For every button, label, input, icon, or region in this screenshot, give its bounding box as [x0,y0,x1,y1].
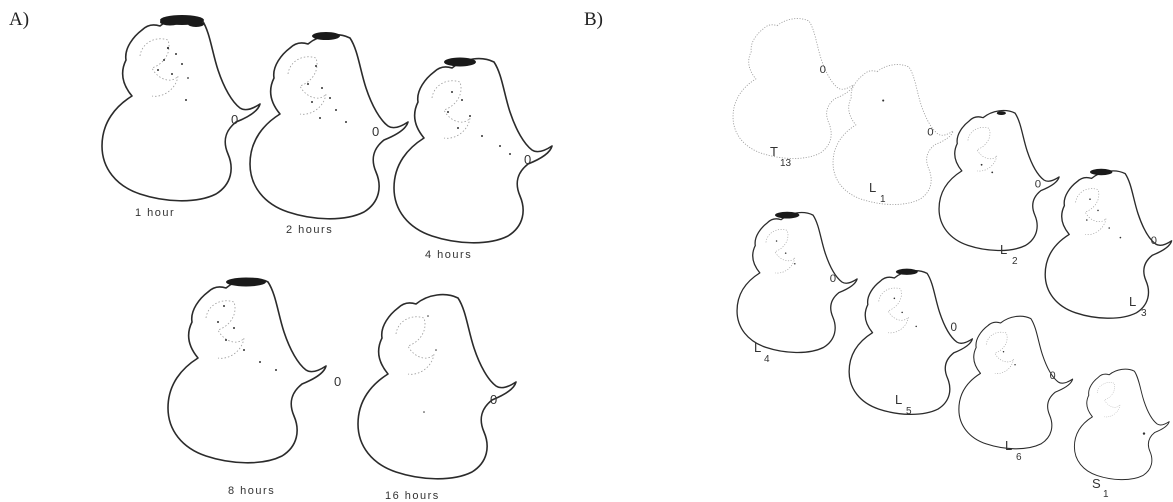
label-density-cap [160,15,204,27]
svg-text:1: 1 [880,194,886,205]
section-a-4hours: 0 [394,58,552,243]
svg-text:T: T [770,144,778,159]
svg-text:L: L [754,340,761,355]
svg-text:13: 13 [780,158,792,169]
svg-text:0: 0 [1151,235,1157,247]
label-density-cap [775,212,799,219]
section-b-S1 [1074,369,1169,479]
segment-label-S1: S 1 [1092,476,1109,500]
segment-label-T13: T 13 [770,144,792,169]
panel-b-letter: B) [584,9,603,30]
segment-label-L2: L 2 [1000,242,1018,267]
svg-text:6: 6 [1016,452,1022,463]
section-b-L4: 0 [737,212,857,353]
svg-text:4: 4 [764,354,770,365]
section-a-2hours: 0 [250,32,408,219]
section-b-T13: 0 [733,19,853,159]
section-a-16hours: 0 [358,295,516,479]
section-b-L1: 0 [833,65,953,205]
section-label: 1 hour [135,207,175,219]
section-label: 2 hours [286,224,333,236]
section-a-1hour: 0 [102,15,260,201]
svg-text:1: 1 [1103,489,1109,500]
svg-text:0: 0 [1050,370,1056,382]
section-b-L6: 0 [959,316,1073,449]
svg-text:0: 0 [231,112,238,127]
svg-text:0: 0 [820,64,826,76]
label-density-cap [896,269,918,275]
svg-text:L: L [1000,242,1007,257]
panel-a-letter: A) [9,9,29,30]
svg-text:3: 3 [1141,308,1147,319]
svg-text:L: L [869,180,876,195]
label-density-cap [444,58,476,67]
section-label: 16 hours [385,490,440,502]
section-b-L2: 0 [939,111,1059,251]
svg-text:0: 0 [490,392,497,407]
svg-text:L: L [1005,438,1012,453]
segment-label-L4: L 4 [754,340,770,365]
svg-text:0: 0 [372,124,379,139]
label-density-cap [226,278,266,287]
segment-label-L1: L 1 [869,180,886,205]
section-b-L5: 0 [849,269,972,415]
svg-text:L: L [895,392,902,407]
section-b-L3: 0 [1045,169,1171,318]
svg-text:0: 0 [1035,179,1041,191]
svg-text:0: 0 [334,374,341,389]
svg-text:5: 5 [906,406,912,417]
svg-text:2: 2 [1012,256,1018,267]
svg-text:0: 0 [830,273,836,285]
label-dots [307,65,347,123]
label-density-cap [312,32,340,40]
label-density-cap [1090,169,1112,175]
section-label: 8 hours [228,485,275,497]
svg-text:L: L [1129,294,1136,309]
section-a-8hours: 0 [168,278,341,463]
section-label: 4 hours [425,249,472,261]
label-dots [217,305,277,371]
segment-label-L6: L 6 [1005,438,1022,463]
svg-text:0: 0 [927,127,933,139]
svg-text:S: S [1092,476,1101,491]
svg-text:0: 0 [524,152,531,167]
svg-text:0: 0 [951,321,958,334]
label-dots [157,47,189,101]
